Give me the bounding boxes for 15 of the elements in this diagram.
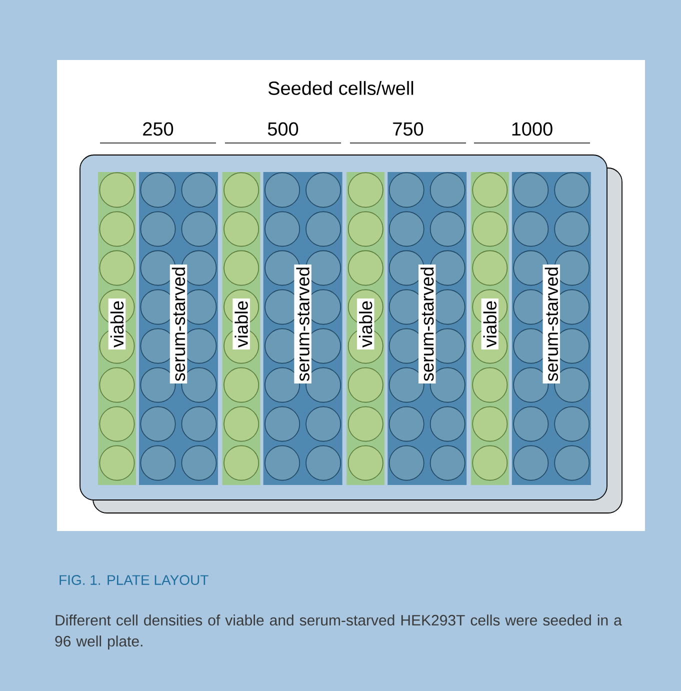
strip-label: viable — [108, 298, 126, 350]
strip-label: serum-starved — [418, 264, 436, 384]
column-label: 500 — [268, 122, 298, 136]
strip-label: viable — [481, 298, 498, 350]
column-label: 750 — [393, 122, 424, 136]
strip-label: serum-starved — [294, 264, 312, 384]
axis-heading: Seeded cells/well — [268, 81, 414, 95]
figure-caption: Different cell densities of viable and serum-starved HEK293T cells were seeded in a 96 well plate. — [55, 614, 622, 650]
strip-label: viable — [357, 298, 374, 350]
strip-label: serum-starved — [542, 264, 560, 384]
column-label: 250 — [143, 122, 174, 136]
strip-label: viable — [232, 298, 250, 350]
column-label: 1000 — [512, 122, 552, 136]
strip-label: serum-starved — [170, 264, 188, 384]
figure-title: FIG. 1. PLATE LAYOUT — [60, 575, 208, 585]
